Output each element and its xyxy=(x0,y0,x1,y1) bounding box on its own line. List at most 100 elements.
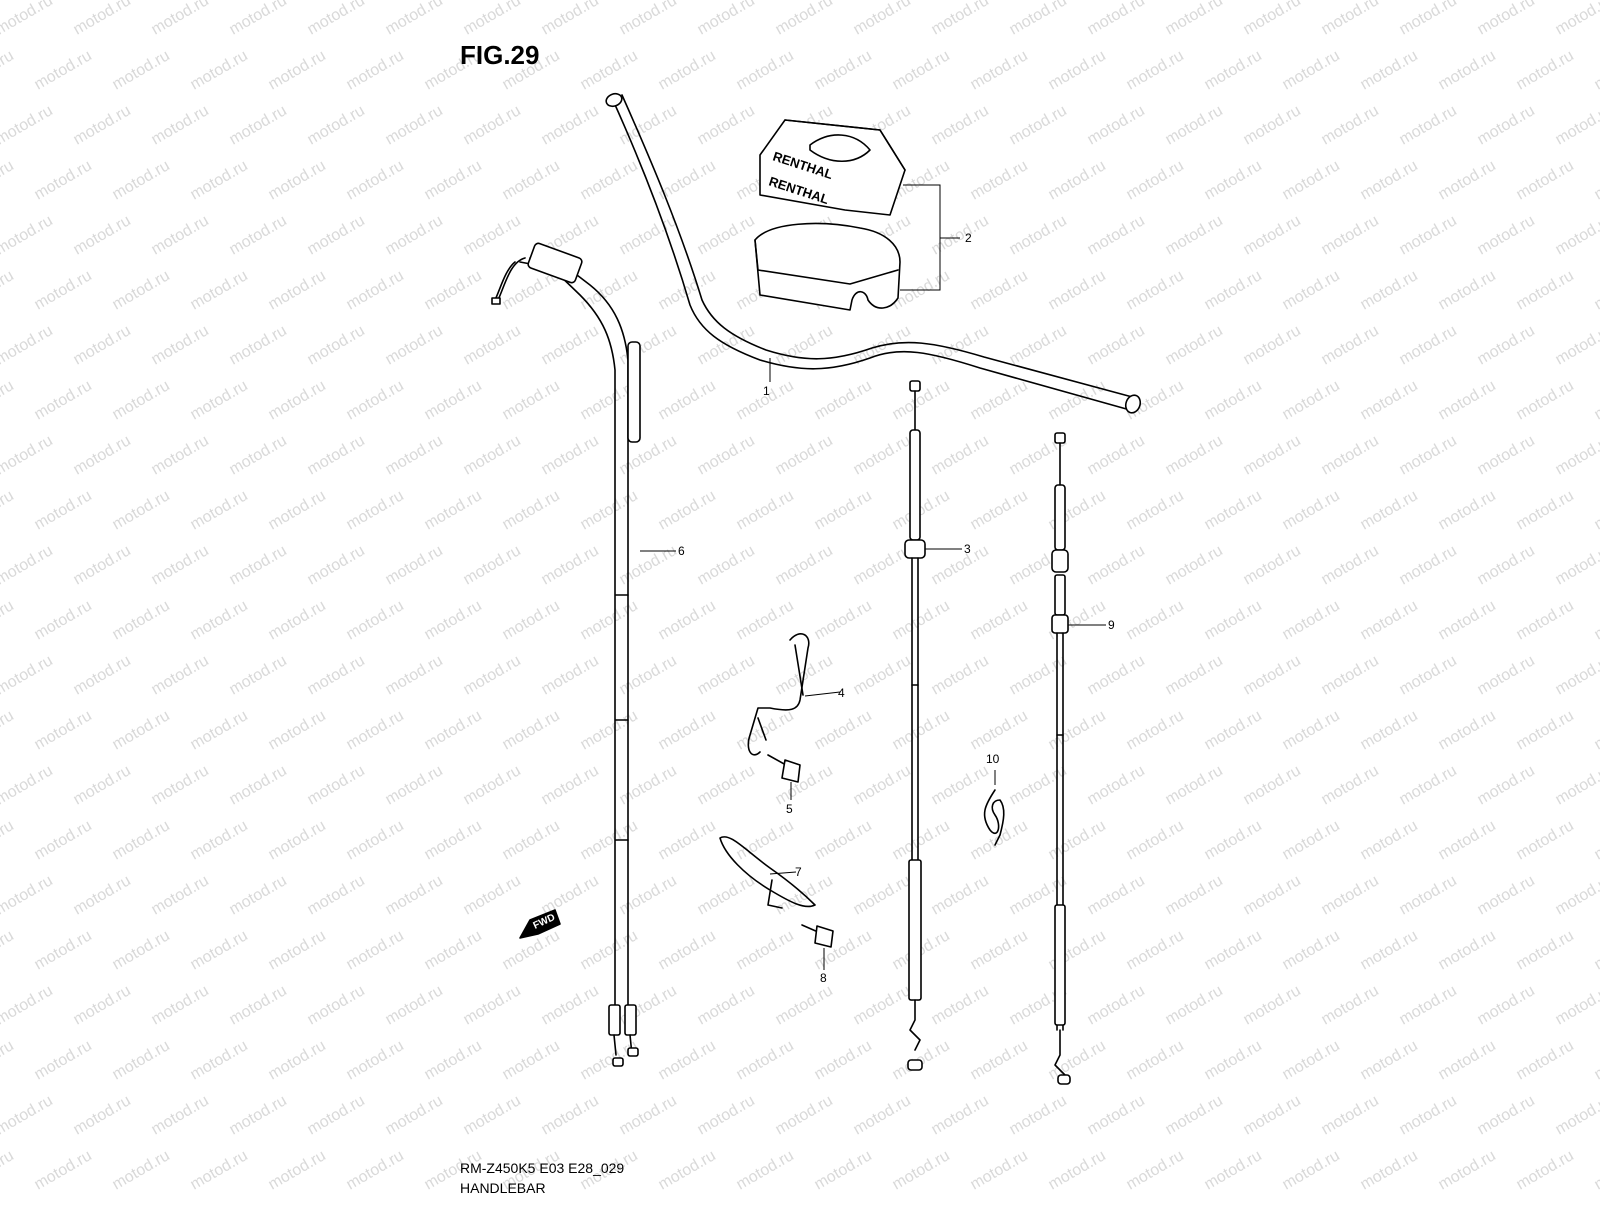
watermark-text: motod.ru xyxy=(773,0,836,38)
watermark-text: motod.ru xyxy=(1592,487,1600,533)
watermark-text: motod.ru xyxy=(929,102,992,148)
watermark-text: motod.ru xyxy=(695,0,758,38)
watermark-text: motod.ru xyxy=(656,1037,719,1083)
watermark-text: motod.ru xyxy=(773,982,836,1028)
watermark-text: motod.ru xyxy=(500,597,563,643)
watermark-text: motod.ru xyxy=(1163,212,1226,258)
watermark-text: motod.ru xyxy=(1085,1092,1148,1138)
watermark-text: motod.ru xyxy=(1514,817,1577,863)
watermark-text: motod.ru xyxy=(266,707,329,753)
watermark-text: motod.ru xyxy=(149,762,212,808)
watermark-text: motod.ru xyxy=(1319,212,1382,258)
watermark-text: motod.ru xyxy=(812,817,875,863)
watermark-text: motod.ru xyxy=(1085,0,1148,38)
watermark-text: motod.ru xyxy=(656,707,719,753)
watermark-text: motod.ru xyxy=(1046,1147,1109,1193)
watermark-text: motod.ru xyxy=(461,762,524,808)
watermark-text: motod.ru xyxy=(1241,102,1304,148)
watermark-text: motod.ru xyxy=(1124,157,1187,203)
watermark-text: motod.ru xyxy=(1358,157,1421,203)
watermark-text: motod.ru xyxy=(383,542,446,588)
watermark-text: motod.ru xyxy=(71,872,134,918)
watermark-text: motod.ru xyxy=(1397,762,1460,808)
watermark-text: motod.ru xyxy=(1280,157,1343,203)
watermark-text: motod.ru xyxy=(1514,267,1577,313)
watermark-text: motod.ru xyxy=(1007,0,1070,38)
watermark-text: motod.ru xyxy=(1592,817,1600,863)
watermark-text: motod.ru xyxy=(1397,1092,1460,1138)
watermark-text: motod.ru xyxy=(812,377,875,423)
watermark-text: motod.ru xyxy=(539,982,602,1028)
watermark-text: motod.ru xyxy=(110,47,173,93)
watermark-text: motod.ru xyxy=(188,597,251,643)
watermark-text: motod.ru xyxy=(149,0,212,38)
watermark-text: motod.ru xyxy=(305,872,368,918)
watermark-text: motod.ru xyxy=(461,542,524,588)
callout-8: 8 xyxy=(820,971,827,985)
watermark-text: motod.ru xyxy=(1085,102,1148,148)
watermark-text: motod.ru xyxy=(1124,487,1187,533)
watermark-text: motod.ru xyxy=(1553,102,1600,148)
watermark-text: motod.ru xyxy=(0,817,17,863)
watermark-text: motod.ru xyxy=(929,982,992,1028)
watermark-text: motod.ru xyxy=(1436,707,1499,753)
watermark-text: motod.ru xyxy=(617,542,680,588)
watermark-text: motod.ru xyxy=(1319,982,1382,1028)
watermark-text: motod.ru xyxy=(266,47,329,93)
watermark-text: motod.ru xyxy=(0,432,56,478)
cable-clip-drawing xyxy=(985,770,1004,845)
watermark-text: motod.ru xyxy=(149,872,212,918)
watermark-text: motod.ru xyxy=(851,0,914,38)
watermark-text: motod.ru xyxy=(500,487,563,533)
watermark-text: motod.ru xyxy=(539,102,602,148)
watermark-text: motod.ru xyxy=(1514,927,1577,973)
watermark-text: motod.ru xyxy=(305,0,368,38)
watermark-text: motod.ru xyxy=(188,47,251,93)
watermark-text: motod.ru xyxy=(0,707,17,753)
watermark-text: motod.ru xyxy=(0,542,56,588)
watermark-text: motod.ru xyxy=(32,707,95,753)
watermark-text: motod.ru xyxy=(734,707,797,753)
watermark-text: motod.ru xyxy=(344,487,407,533)
watermark-text: motod.ru xyxy=(188,707,251,753)
watermark-text: motod.ru xyxy=(422,487,485,533)
watermark-text: motod.ru xyxy=(1280,487,1343,533)
watermark-text: motod.ru xyxy=(1007,762,1070,808)
watermark-text: motod.ru xyxy=(734,1147,797,1193)
watermark-text: motod.ru xyxy=(968,597,1031,643)
watermark-text: motod.ru xyxy=(188,487,251,533)
watermark-text: motod.ru xyxy=(734,487,797,533)
watermark-text: motod.ru xyxy=(812,1147,875,1193)
watermark-text: motod.ru xyxy=(500,707,563,753)
watermark-text: motod.ru xyxy=(851,1092,914,1138)
watermark-text: motod.ru xyxy=(539,872,602,918)
watermark-text: motod.ru xyxy=(1163,432,1226,478)
watermark-text: motod.ru xyxy=(1241,762,1304,808)
watermark-text: motod.ru xyxy=(266,157,329,203)
watermark-text: motod.ru xyxy=(1436,1037,1499,1083)
watermark-text: motod.ru xyxy=(1085,212,1148,258)
watermark-text: motod.ru xyxy=(149,542,212,588)
watermark-text: motod.ru xyxy=(1436,157,1499,203)
watermark-text: motod.ru xyxy=(1436,1147,1499,1193)
watermark-text: motod.ru xyxy=(383,212,446,258)
watermark-text: motod.ru xyxy=(71,102,134,148)
callout-1: 1 xyxy=(763,384,770,398)
watermark-text: motod.ru xyxy=(1241,652,1304,698)
watermark-text: motod.ru xyxy=(71,652,134,698)
watermark-text: motod.ru xyxy=(188,377,251,423)
watermark-text: motod.ru xyxy=(1592,597,1600,643)
watermark-text: motod.ru xyxy=(461,102,524,148)
watermark-text: motod.ru xyxy=(1241,542,1304,588)
watermark-text: motod.ru xyxy=(71,322,134,368)
watermark-text: motod.ru xyxy=(1007,322,1070,368)
watermark-text: motod.ru xyxy=(1592,1147,1600,1193)
watermark-text: motod.ru xyxy=(227,102,290,148)
watermark-text: motod.ru xyxy=(344,157,407,203)
watermark-text: motod.ru xyxy=(1241,322,1304,368)
watermark-text: motod.ru xyxy=(383,322,446,368)
watermark-text: motod.ru xyxy=(1085,652,1148,698)
watermark-text: motod.ru xyxy=(227,762,290,808)
